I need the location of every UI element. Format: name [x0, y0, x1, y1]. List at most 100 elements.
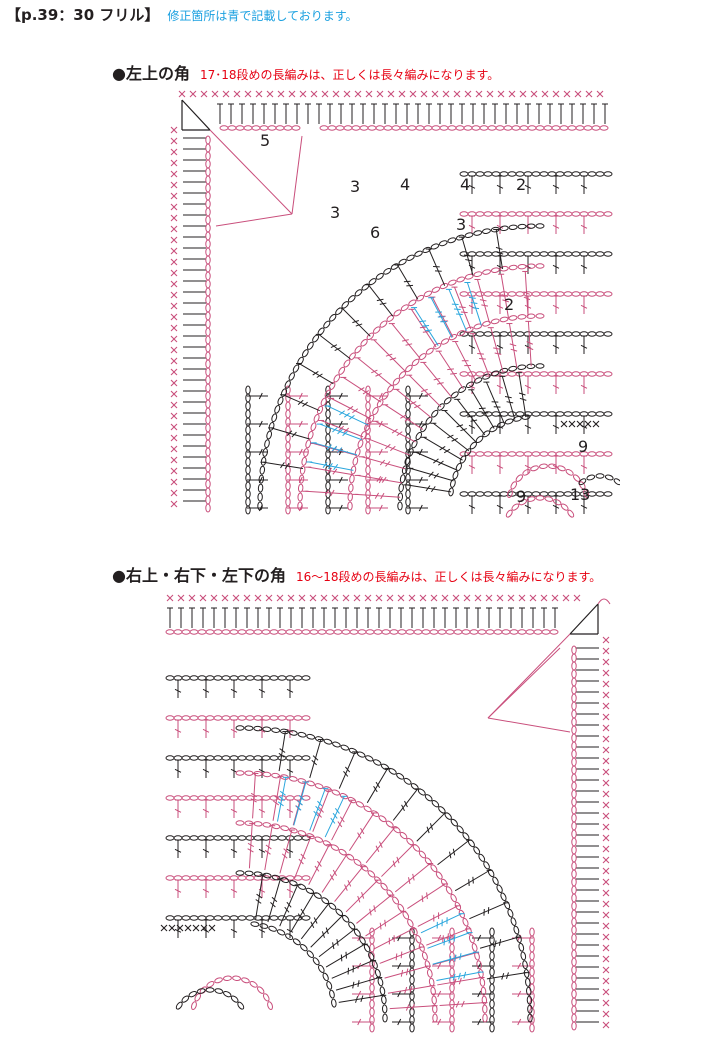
- chain-stitch: [318, 964, 325, 973]
- stitch-bar: [321, 931, 325, 938]
- chain-stitch: [322, 840, 332, 847]
- chain-stitch: [205, 151, 211, 161]
- chain-stitch: [271, 772, 281, 779]
- chain-stitch: [483, 861, 490, 870]
- single-crochet-mark: [254, 594, 262, 602]
- chain-stitch: [257, 501, 263, 511]
- chain-stitch: [323, 738, 333, 745]
- single-crochet-mark: [189, 90, 197, 98]
- chain-stitch: [245, 875, 255, 881]
- chain-stitch: [253, 725, 263, 732]
- chain-stitch: [369, 943, 375, 953]
- stitch-bar: [375, 373, 382, 377]
- chain-stitch: [531, 451, 541, 457]
- chain-stitch: [462, 917, 469, 927]
- stitch-bar: [279, 748, 286, 753]
- double-crochet-stitch: [355, 493, 401, 498]
- double-crochet-stitch: [430, 297, 453, 338]
- chain-stitch: [297, 830, 307, 837]
- single-crochet-mark: [310, 90, 318, 98]
- chain-stitch: [356, 751, 366, 758]
- single-crochet-mark: [170, 258, 178, 266]
- chain-stitch: [489, 991, 495, 1001]
- chain-stitch: [365, 481, 371, 491]
- stitch-bar: [357, 832, 362, 839]
- chain-stitch: [431, 286, 441, 293]
- chain-stitch: [257, 492, 263, 502]
- stitch-bar: [518, 392, 526, 396]
- stitch-bar: [338, 476, 343, 484]
- chain-stitch: [475, 411, 485, 417]
- stitch-bar: [343, 412, 350, 418]
- chain-stitch: [571, 877, 577, 887]
- chain-guide: [215, 213, 293, 227]
- chain-stitch: [354, 289, 363, 297]
- chain-stitch: [509, 629, 519, 635]
- chain-stitch: [560, 503, 569, 511]
- chain-stitch: [461, 629, 471, 635]
- double-crochet-stitch: [366, 768, 389, 804]
- chain-stitch: [333, 374, 341, 383]
- chain-stitch: [571, 909, 577, 919]
- single-crochet-mark: [602, 966, 610, 974]
- single-crochet-mark: [365, 90, 373, 98]
- chain-stitch: [508, 224, 518, 231]
- stitch-bar: [373, 905, 376, 913]
- chain-stitch: [213, 629, 223, 635]
- chain-stitch: [504, 418, 514, 425]
- stitch-bar: [425, 329, 432, 332]
- chain-stitch: [482, 228, 491, 234]
- chain-stitch: [538, 463, 548, 469]
- single-crochet-mark: [602, 658, 610, 666]
- stitch-bar: [378, 392, 383, 400]
- stitch-bar: [310, 921, 315, 929]
- single-crochet-mark: [602, 955, 610, 963]
- chain-stitch: [499, 316, 509, 323]
- stitch-bar: [524, 464, 532, 469]
- single-crochet-mark: [364, 594, 372, 602]
- stitch-bar: [404, 800, 408, 808]
- chain-stitch: [269, 915, 279, 921]
- double-crochet-stitch: [309, 788, 326, 831]
- chain-stitch: [373, 759, 382, 766]
- stitch-bar: [496, 504, 504, 509]
- chain-stitch: [319, 125, 329, 131]
- chain-stitch: [205, 503, 211, 513]
- chain-stitch: [449, 1007, 455, 1017]
- chain-stitch: [369, 999, 375, 1009]
- chain-stitch: [449, 943, 455, 953]
- single-crochet-mark: [442, 90, 450, 98]
- stitch-bar: [397, 990, 402, 998]
- single-crochet-mark: [602, 735, 610, 743]
- stitch-bar: [443, 938, 446, 946]
- double-crochet-stitch: [345, 879, 379, 913]
- chain-stitch: [371, 810, 380, 818]
- chain-stitch: [571, 371, 581, 377]
- chain-stitch: [507, 908, 514, 918]
- chain-stitch: [587, 211, 597, 217]
- stitch-bar: [414, 404, 421, 409]
- single-crochet-mark: [441, 594, 449, 602]
- chain-stitch: [205, 191, 211, 201]
- chain-stitch: [316, 405, 324, 415]
- single-crochet-mark: [496, 594, 504, 602]
- stitch-bar: [404, 986, 408, 994]
- chain-stitch: [205, 439, 211, 449]
- chain-stitch: [504, 900, 511, 910]
- chain-stitch: [432, 1013, 438, 1023]
- chain-stitch: [331, 998, 337, 1008]
- chain-stitch: [260, 456, 267, 466]
- chain-stitch: [489, 425, 498, 433]
- stitch-bar: [344, 884, 348, 891]
- double-crochet-stitch: [495, 229, 503, 270]
- stitch-bar: [379, 841, 383, 848]
- row-number: 4: [400, 175, 410, 194]
- corner-diagonal: [181, 99, 211, 131]
- single-crochet-mark: [420, 90, 428, 98]
- chain-stitch: [181, 995, 190, 1003]
- single-crochet-mark: [387, 90, 395, 98]
- double-crochet-stitch: [437, 839, 470, 866]
- chain-stitch: [389, 629, 399, 635]
- single-crochet-mark: [170, 500, 178, 508]
- chain-stitch: [499, 367, 509, 374]
